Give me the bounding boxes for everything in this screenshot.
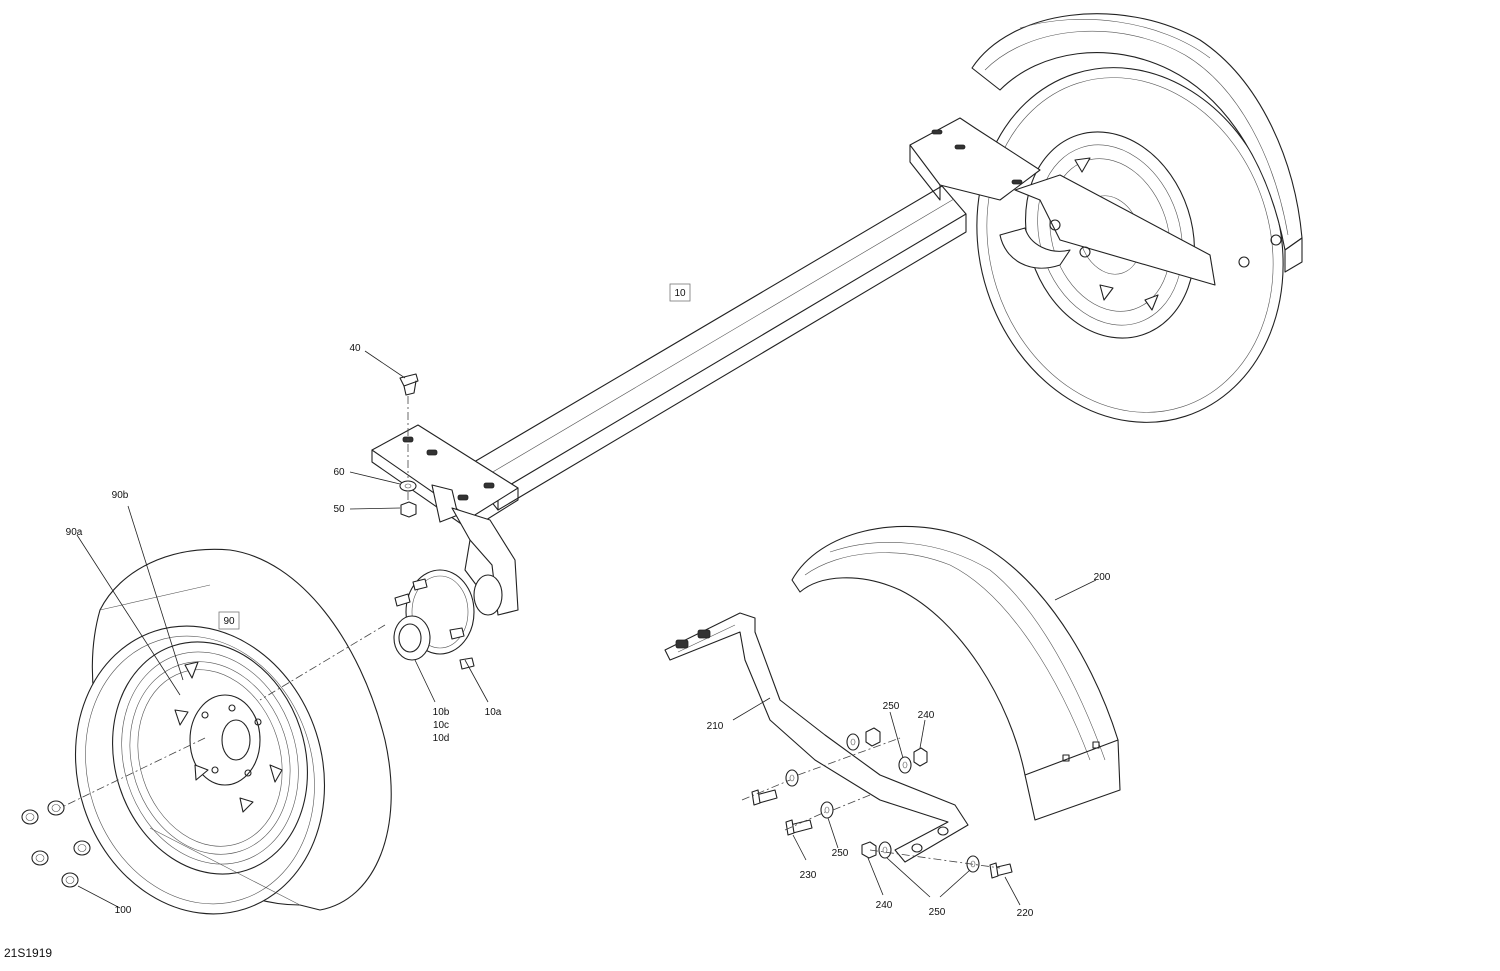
left-wheel-assembly: [74, 548, 392, 915]
callout-10d: 10d: [433, 733, 450, 744]
callout-50: 50: [333, 504, 345, 515]
right-mounting-bracket: [909, 117, 1216, 286]
callout-250-upper: 250: [883, 701, 900, 712]
hub-assembly: [393, 569, 503, 670]
callout-labels: 10 40 60 50 90b 90a 90 10b 10c 10d 10a 1…: [66, 283, 1111, 919]
nut-50: [400, 501, 417, 518]
callout-250-lower: 250: [929, 907, 946, 918]
callout-200: 200: [1094, 572, 1111, 583]
assembly-centerlines: [59, 396, 1001, 869]
callout-220: 220: [1017, 908, 1034, 919]
bolt-40: [399, 373, 419, 396]
callout-10: 10: [674, 288, 686, 299]
callout-box-90: [218, 611, 240, 630]
callout-90b: 90b: [112, 490, 129, 501]
callout-240-lower: 240: [876, 900, 893, 911]
callout-60: 60: [333, 467, 345, 478]
right-fender: [971, 13, 1303, 273]
fender-200: [791, 525, 1121, 821]
callout-box-10: [669, 283, 691, 302]
lug-nuts: [21, 800, 91, 888]
figure-id: 21S1919: [4, 946, 52, 960]
callout-10b: 10b: [433, 707, 450, 718]
callout-240-upper: 240: [918, 710, 935, 721]
washer-60: [399, 480, 417, 492]
callout-100: 100: [115, 905, 132, 916]
axle-tube: [473, 185, 967, 511]
fender-bracket-210: [664, 612, 969, 863]
callout-90: 90: [223, 616, 235, 627]
callout-10a: 10a: [485, 707, 502, 718]
callout-250-middle: 250: [832, 848, 849, 859]
callout-210: 210: [707, 721, 724, 732]
fender-hardware: [751, 727, 1013, 879]
leader-lines: [76, 350, 1097, 909]
callout-90a: 90a: [66, 527, 83, 538]
callout-40: 40: [349, 343, 361, 354]
callout-230: 230: [800, 870, 817, 881]
callout-10c: 10c: [433, 720, 449, 731]
